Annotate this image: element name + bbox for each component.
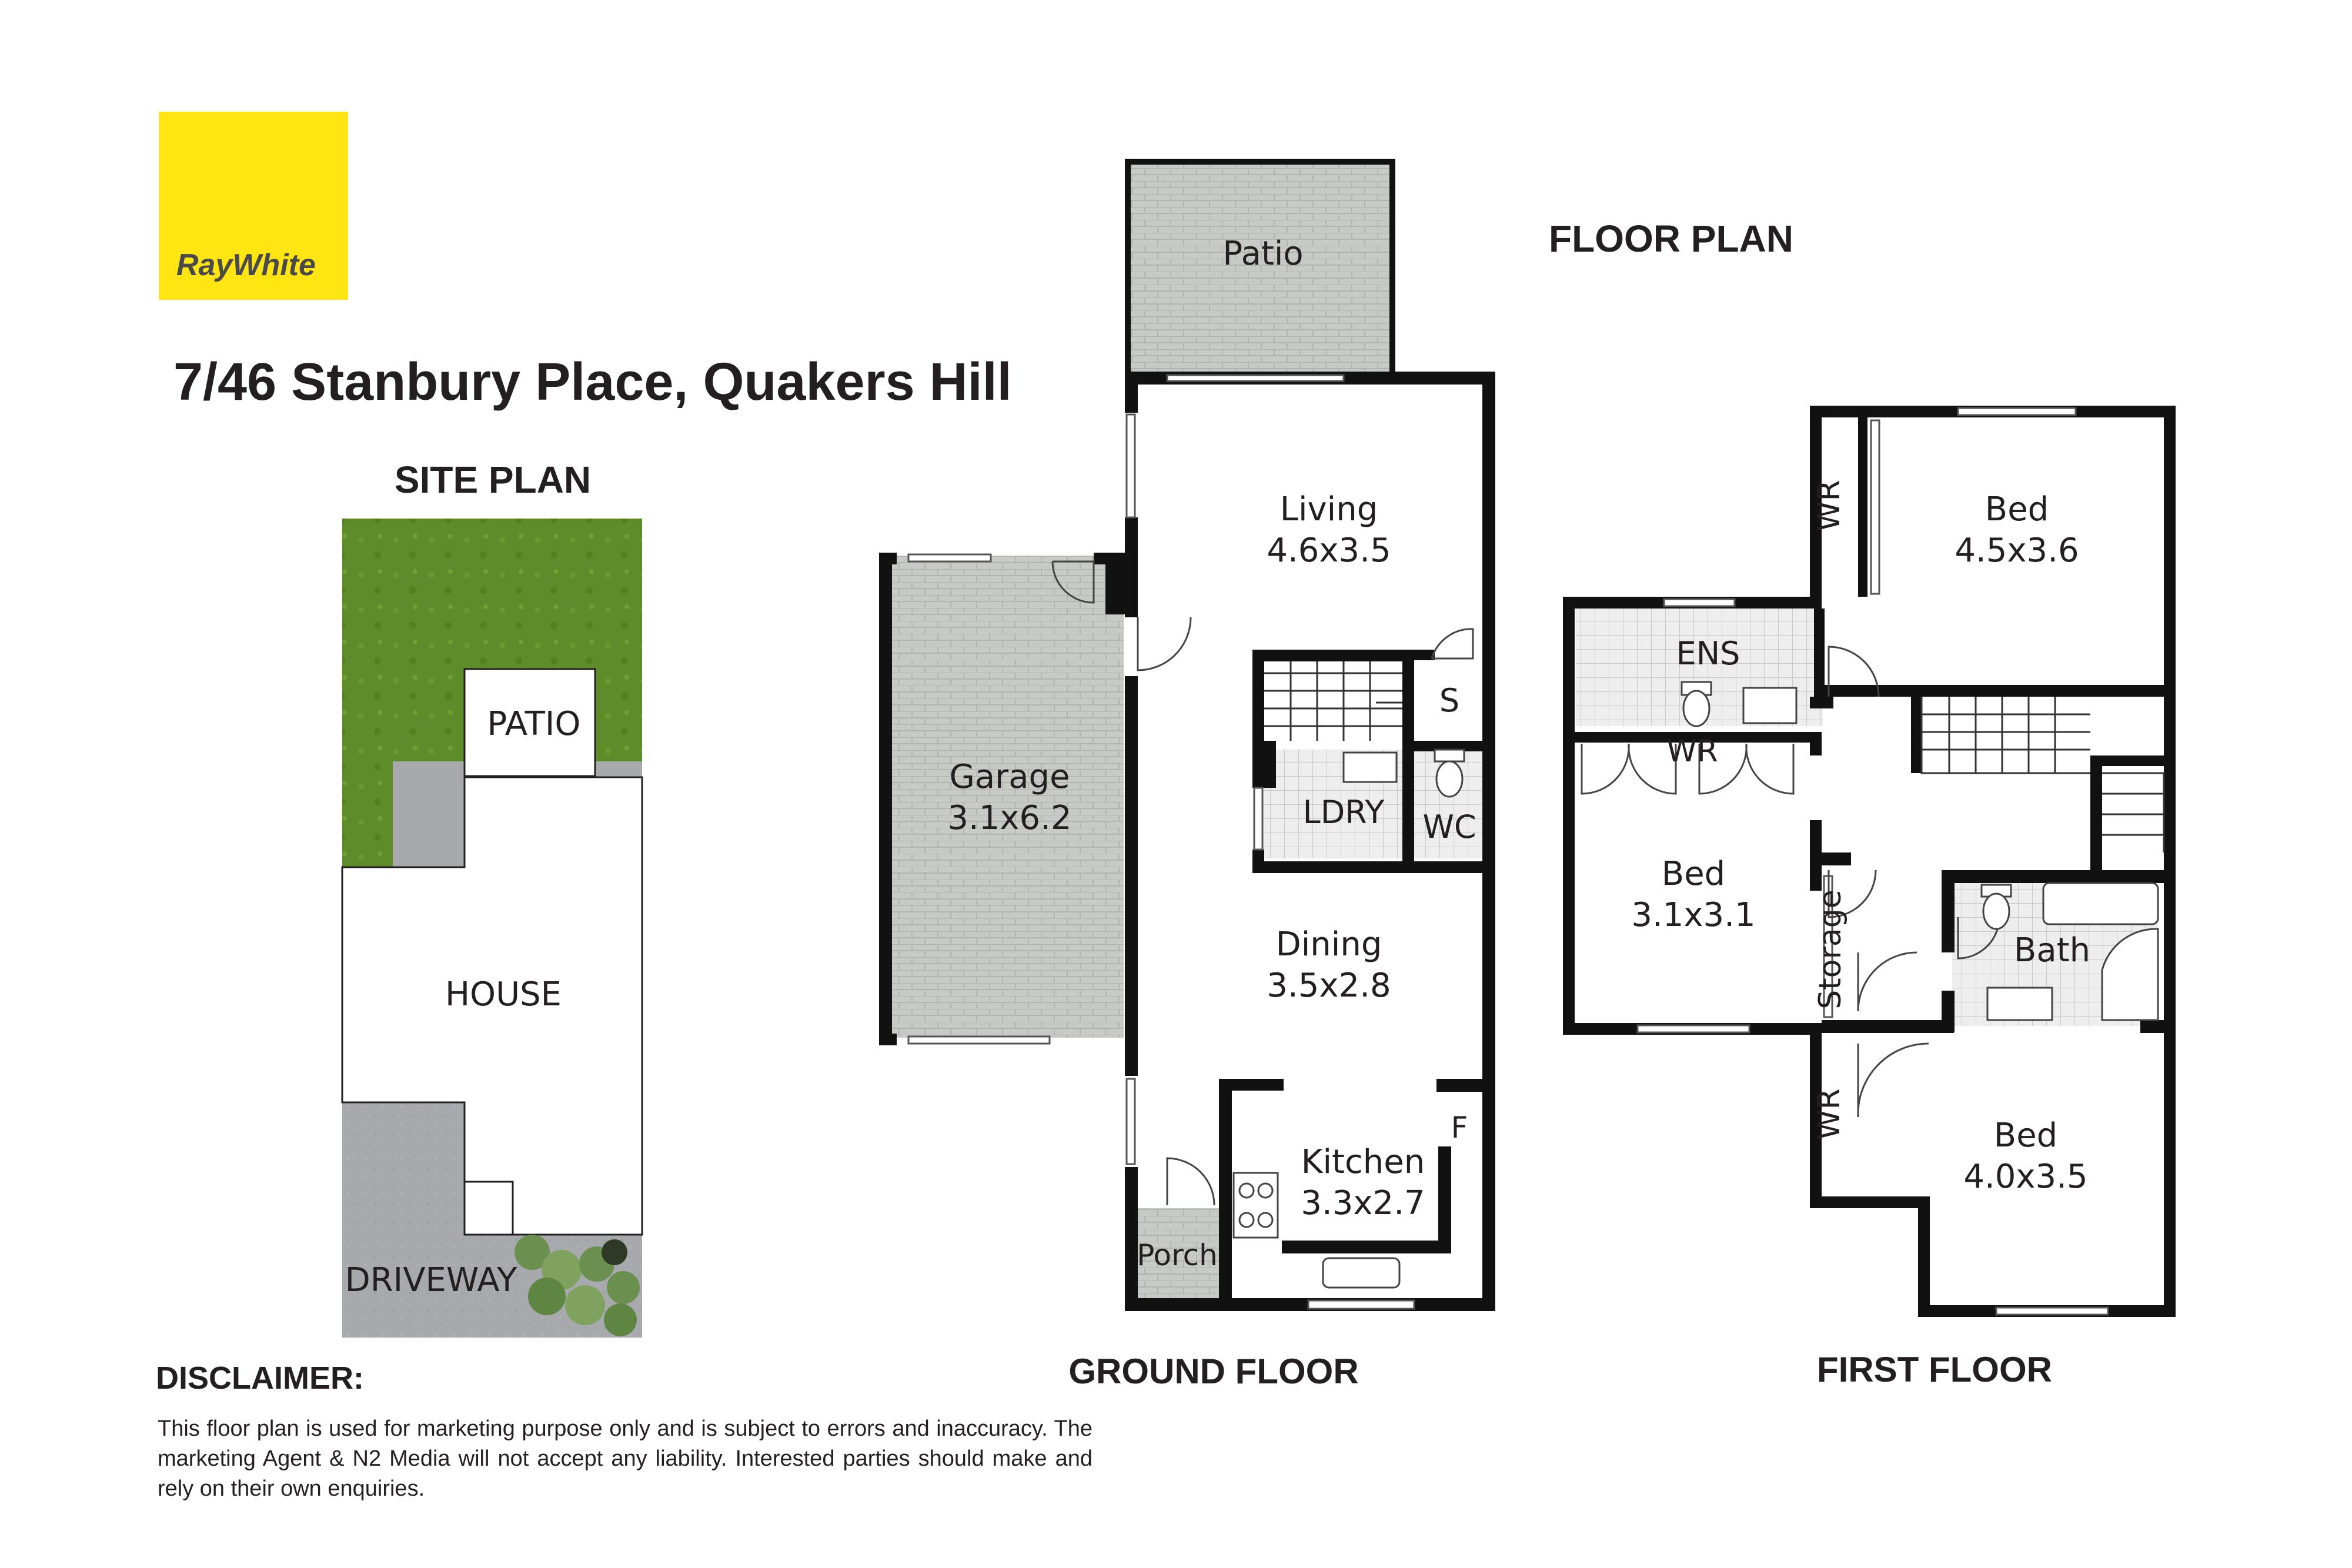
sink-icon	[1322, 751, 1401, 1289]
garage-size: 3.1x6.2	[947, 799, 1071, 837]
property-address: 7/46 Stanbury Place, Quakers Hill	[173, 353, 1012, 412]
wc-label: WC	[1422, 808, 1476, 845]
ground-floor-heading: GROUND FLOOR	[1068, 1352, 1358, 1391]
brand-logo: RayWhite	[159, 112, 348, 300]
porch-area	[1132, 1208, 1219, 1302]
toilet-icon	[1434, 748, 1465, 798]
bed1-size: 4.5x3.6	[1955, 531, 2079, 570]
kitchen-label: Kitchen	[1301, 1143, 1425, 1181]
first-floor-heading: FIRST FLOOR	[1817, 1350, 2052, 1389]
wr-bed2-label: WR	[1666, 734, 1718, 769]
svg-text:RayWhite: RayWhite	[176, 248, 316, 282]
wr-bed1-label: WR	[1812, 480, 1847, 531]
patio-area	[1125, 161, 1395, 372]
storage-label: Storage	[1813, 890, 1848, 1009]
toilet-icon	[1681, 681, 2012, 930]
first-walls	[1563, 406, 2176, 1317]
floor-plan-heading: FLOOR PLAN	[1549, 218, 1793, 260]
laundry-label: LDRY	[1303, 794, 1385, 831]
kitchen-size: 3.3x2.7	[1301, 1184, 1425, 1222]
bath-label: Bath	[2014, 931, 2090, 969]
patio-label: Patio	[1222, 235, 1303, 273]
disclaimer-text: This floor plan is used for marketing pu…	[158, 1416, 1093, 1501]
garage-label: Garage	[949, 758, 1070, 796]
dining-label: Dining	[1276, 925, 1382, 964]
wr-bed3-label: WR	[1812, 1088, 1847, 1140]
sink-icon	[1742, 687, 2159, 1021]
bed1-label: Bed	[1985, 490, 2049, 529]
bed3-label: Bed	[1994, 1116, 2057, 1155]
cooktop-icon	[1232, 1172, 1279, 1239]
bed2-label: Bed	[1662, 855, 1725, 893]
site-plan-heading: SITE PLAN	[395, 459, 591, 501]
bed2-size: 3.1x3.1	[1631, 896, 1755, 934]
site-driveway-label: DRIVEWAY	[345, 1261, 518, 1299]
living-size: 4.6x3.5	[1267, 531, 1391, 570]
door-swing-icon	[1581, 646, 2000, 1118]
garage-area	[884, 556, 1124, 1038]
door-swing-icon	[1051, 560, 1474, 1206]
storage-s-label: S	[1439, 682, 1459, 719]
fridge-label: F	[1451, 1111, 1468, 1145]
ensuite-label: ENS	[1676, 635, 1740, 672]
living-label: Living	[1280, 490, 1378, 529]
stairs-icon	[1264, 661, 1402, 741]
bed3-size: 4.0x3.5	[1963, 1158, 2087, 1196]
ground-floor-plan: Patio Living 4.6x3.5 Garage 3.1x6.2 S LD…	[879, 159, 1495, 1311]
porch-label: Porch	[1137, 1238, 1218, 1272]
stairs-icon	[1920, 697, 2165, 852]
shrub-icon	[514, 1235, 640, 1336]
disclaimer-title: DISCLAIMER:	[156, 1360, 364, 1396]
ground-walls	[879, 159, 1495, 1311]
ground-windows	[907, 374, 1415, 1310]
first-floor-plan: WR Bed 4.5x3.6 ENS WR Bed 3.1x3.1 Storag…	[1563, 406, 2176, 1317]
dining-size: 3.5x2.8	[1267, 967, 1391, 1005]
site-patio	[463, 668, 596, 777]
site-house-label: HOUSE	[445, 975, 562, 1014]
site-plan: PATIO HOUSE DRIVEWAY	[341, 519, 643, 1338]
site-patio-label: PATIO	[487, 705, 581, 743]
first-windows	[1636, 407, 2109, 1316]
